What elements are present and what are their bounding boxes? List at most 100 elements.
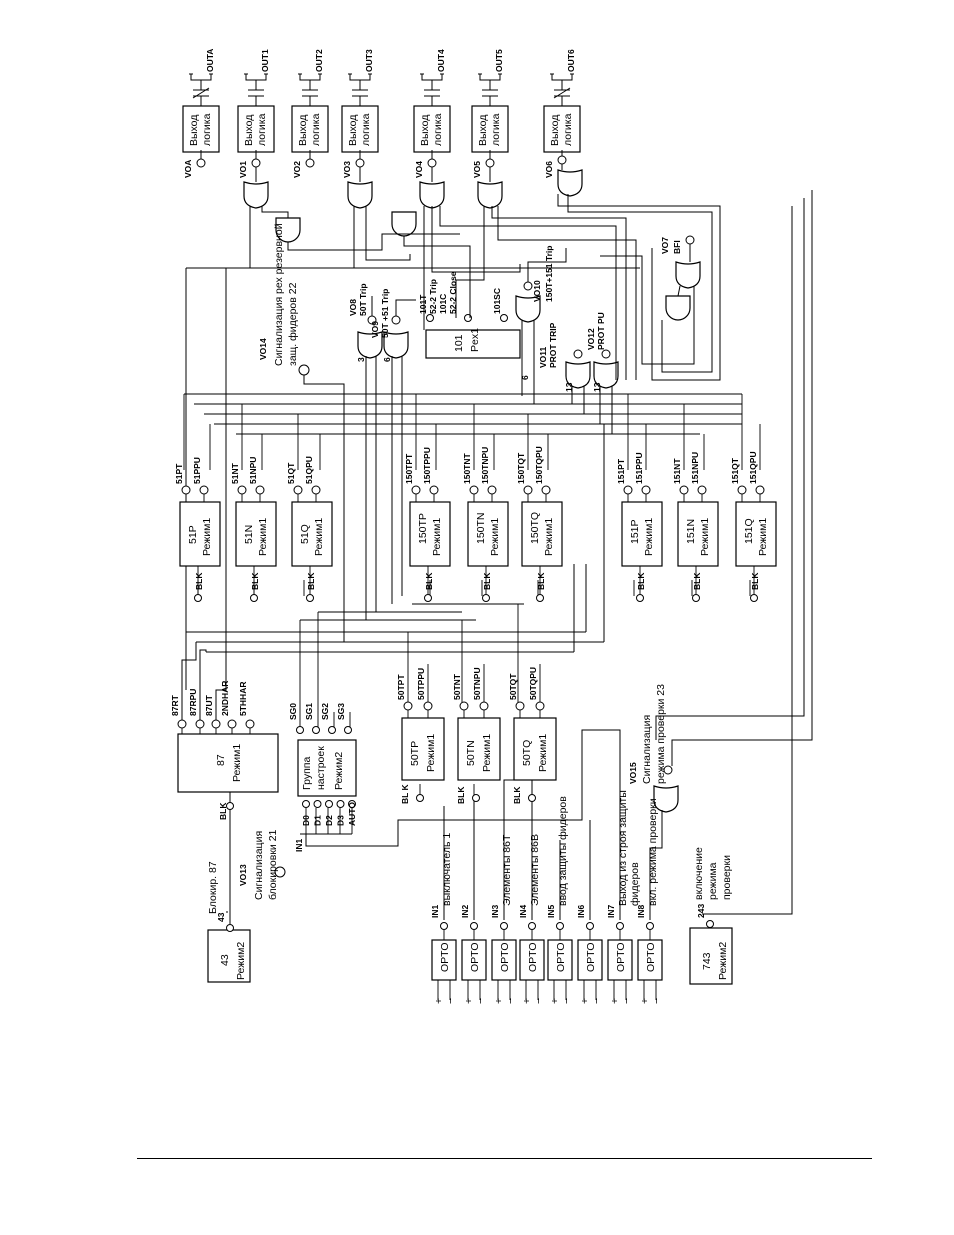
pin-87: 87RPU (188, 689, 198, 716)
pin-101t-text: 52-2 Trip (428, 279, 438, 314)
vo10-text: 150T+151 Trip (544, 246, 554, 302)
plus-sign: + (639, 998, 651, 1004)
output-logic-label: Выход (188, 115, 200, 146)
opto-label: OPTO (645, 942, 657, 972)
block-name: 51Q (299, 524, 311, 544)
block-mode: Режим1 (313, 518, 325, 556)
vo14-label: VO14 (258, 338, 268, 360)
block-50-name: 50TN (465, 740, 477, 766)
block-743-name: 743 (701, 952, 713, 970)
pin-group-out: SG1 (304, 703, 314, 720)
input-pin-label: IN5 (546, 905, 556, 919)
block-50-mode: Режим1 (425, 734, 437, 772)
pin-group-in: D1 (313, 815, 323, 826)
block-name: 151Q (743, 518, 755, 544)
minus-sign: − (533, 998, 545, 1004)
minus-sign: − (445, 998, 457, 1004)
vo9-label: VO9 (370, 321, 380, 338)
pin-label: 151PPU (634, 452, 644, 484)
wiring (181, 150, 813, 924)
blk-label: BLK (692, 572, 702, 590)
block-mode: Режим1 (257, 518, 269, 556)
group-name: Группа (301, 757, 313, 790)
output-contact-label: OUT3 (364, 49, 374, 72)
block87-label: Блокир. 87 (207, 861, 219, 914)
pin-87: 87RT (170, 694, 180, 716)
vo7-label: VO7 (660, 237, 670, 254)
output-logic-label: Выход (477, 115, 489, 146)
output-gates (243, 169, 701, 813)
blk-label: BLK (750, 572, 760, 590)
vo-label: VO1 (238, 161, 248, 178)
output-logic-label: логика (562, 113, 574, 146)
pin-label: 51QT (286, 462, 296, 484)
blk-label: BLK (536, 572, 546, 590)
group-mode: Режим2 (333, 752, 345, 790)
block-50-name: 50TP (409, 741, 421, 766)
count-13b: 13 (592, 382, 602, 392)
test-mode-text: режима (707, 862, 719, 900)
block-50-name: 50TQ (521, 740, 533, 766)
pin-label: 50TQT (508, 673, 518, 700)
blk-label: BLK (250, 572, 260, 590)
output-logic-label: логика (201, 113, 213, 146)
opto-label: OPTO (585, 942, 597, 972)
pin-label: 151NPU (690, 452, 700, 484)
pin-101sc: 101SC (492, 288, 502, 314)
minus-sign: − (651, 998, 663, 1004)
output-contact-label: OUT5 (494, 49, 504, 72)
opto-label: OPTO (527, 942, 539, 972)
pin-101c-text: 52-2 Close (448, 271, 458, 314)
block-name: 151P (629, 519, 641, 544)
vo12-text: PROT PU (596, 312, 606, 350)
count-13: 13 (564, 382, 574, 392)
pin-label: 150TQT (516, 452, 526, 484)
pin-label: 150TPT (404, 453, 414, 484)
output-logic-label: Выход (549, 115, 561, 146)
pin-101c: 101C (438, 294, 448, 314)
block-87-name: 87 (215, 754, 227, 766)
block-mode: Режим1 (543, 518, 555, 556)
input-pin-label: IN4 (518, 905, 528, 919)
vo14-text: Сигнализация рех резервной (273, 223, 285, 366)
plus-sign: + (609, 998, 621, 1004)
output-contact-label: OUT6 (566, 49, 576, 72)
opto-label: OPTO (439, 942, 451, 972)
opto-label: OPTO (615, 942, 627, 972)
block-group (297, 739, 357, 797)
block-mode: Режим1 (699, 518, 711, 556)
blk-label: BLK (636, 572, 646, 590)
input-pin-label: IN6 (576, 905, 586, 919)
pin-group-in: D3 (336, 815, 346, 826)
pin-label: 151QPU (748, 451, 758, 484)
pin-label: 50TPPU (416, 668, 426, 700)
opto-in2: OPTO+−IN2 (460, 905, 487, 1005)
output-contact-label: OUT4 (436, 49, 446, 72)
input-pin-label: IN7 (606, 905, 616, 919)
pin-in1-group: IN1 (294, 839, 304, 853)
opto-label: OPTO (555, 942, 567, 972)
vo-label: VO2 (292, 161, 302, 178)
vo13-label: VO13 (238, 864, 248, 886)
block-43-name: 43 (219, 954, 231, 966)
block-50tn (457, 717, 501, 781)
vo12-label: VO12 (586, 328, 596, 350)
block-mode: Режим1 (757, 518, 769, 556)
vo9-text: 50T +51 Trip (380, 289, 390, 338)
pin-label: 51PPU (192, 457, 202, 484)
minus-sign: − (561, 998, 573, 1004)
block-101-name: 101 (453, 334, 465, 352)
blk-50: BL K (400, 783, 410, 804)
input-pin-label: IN2 (460, 905, 470, 919)
minus-sign: − (505, 998, 517, 1004)
pin-group-out: SG2 (320, 703, 330, 720)
